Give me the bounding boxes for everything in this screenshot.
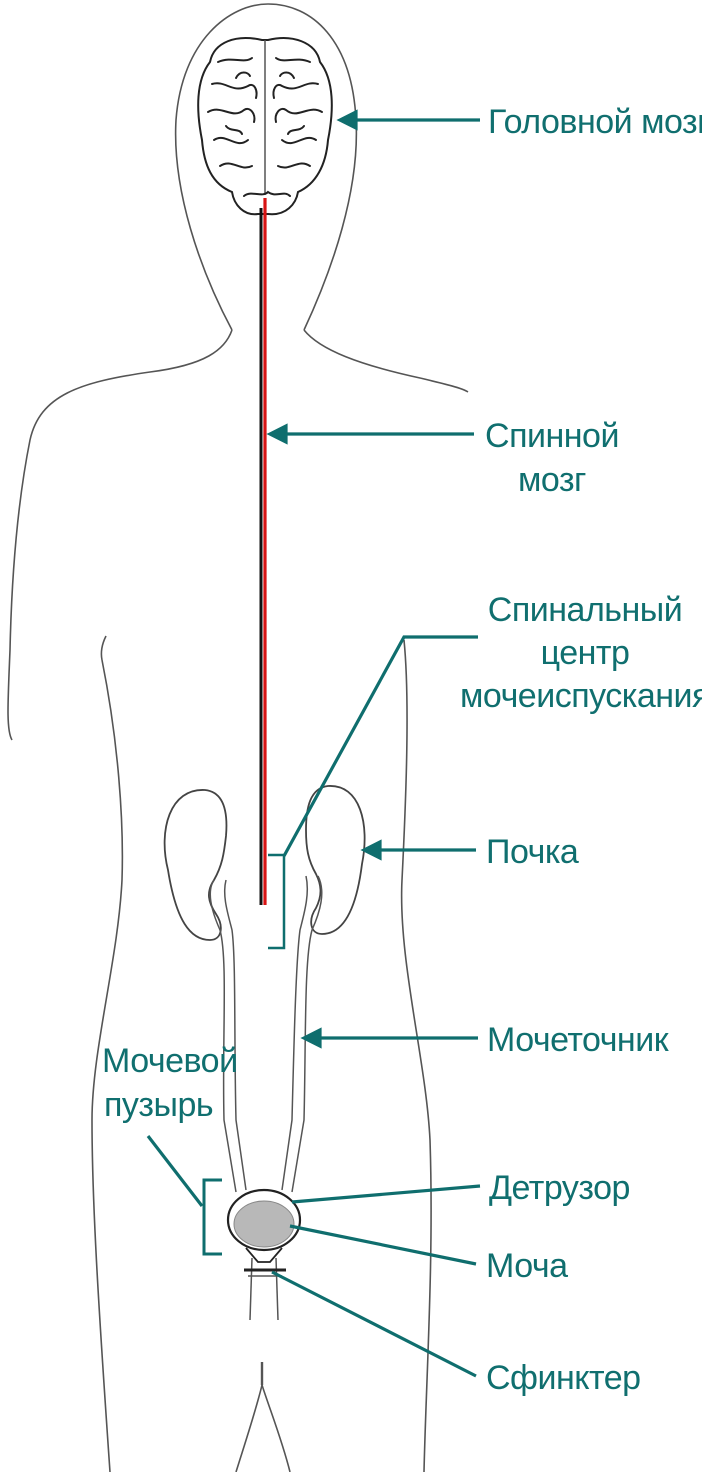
label-kidney: Почка <box>486 833 579 871</box>
bladder-urine <box>234 1201 294 1247</box>
label-ureter: Мочеточник <box>487 1021 670 1059</box>
spinal-cord <box>261 198 265 905</box>
label-urine: Моча <box>486 1247 568 1285</box>
leg-right <box>262 1385 290 1472</box>
label-brain: Головной мозг <box>488 103 702 141</box>
spinal-cord-arrowhead <box>270 426 286 442</box>
label-micturition-center-1: Спинальный <box>488 591 682 629</box>
label-bladder-2: пузырь <box>104 1086 213 1124</box>
urethra-left <box>250 1258 252 1320</box>
kidney-left <box>165 790 227 940</box>
label-spinal-cord-1: Спинной <box>485 417 619 455</box>
body-outline <box>8 4 468 1472</box>
brain <box>198 38 332 214</box>
neck-shoulders-left <box>8 330 232 740</box>
bladder-label-leader <box>148 1136 202 1206</box>
detrusor-leader <box>292 1186 480 1202</box>
urethra-right <box>276 1258 278 1320</box>
brain-arrowhead <box>340 112 356 128</box>
leg-left <box>236 1385 262 1472</box>
bladder-bracket <box>204 1180 222 1254</box>
label-sphincter: Сфинктер <box>486 1359 641 1397</box>
labels: Головной мозг Спинной мозг Спинальный це… <box>102 103 702 1397</box>
neck-shoulders-right <box>304 330 468 392</box>
label-detrusor: Детрузор <box>489 1169 630 1207</box>
urine-leader <box>290 1226 476 1264</box>
bladder <box>228 1190 300 1276</box>
label-micturition-center-2: центр <box>541 634 630 672</box>
ureter-right-inner <box>282 876 307 1190</box>
sphincter-leader <box>272 1272 476 1376</box>
label-spinal-cord-2: мозг <box>518 461 586 499</box>
ureter-arrowhead <box>304 1030 320 1046</box>
micturition-center-bracket <box>268 855 284 948</box>
left-arm-inner <box>101 636 106 660</box>
ureters <box>210 876 322 1320</box>
label-bladder-1: Мочевой <box>102 1042 238 1080</box>
kidney-arrowhead <box>364 842 380 858</box>
kidney-right <box>306 786 365 934</box>
label-micturition-center-3: мочеиспускания <box>460 677 702 715</box>
